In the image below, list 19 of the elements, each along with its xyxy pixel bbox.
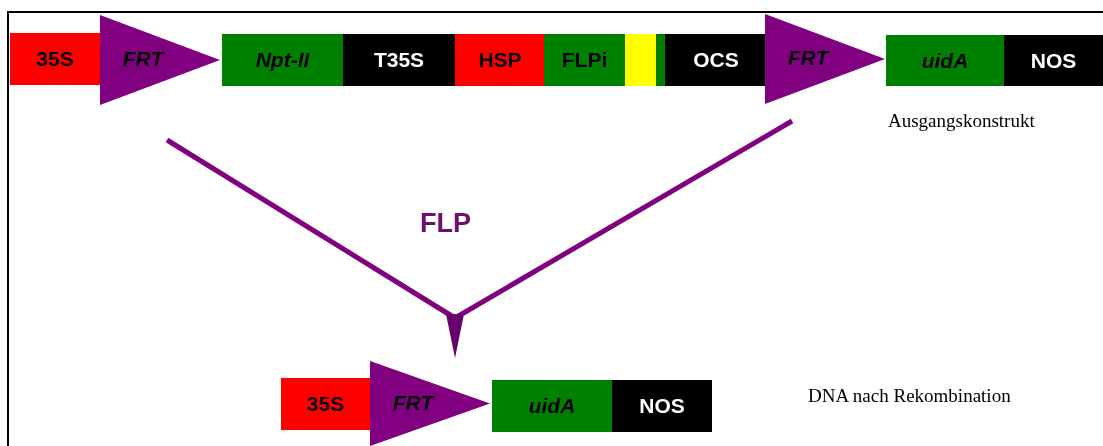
gene-segment: 35S [10, 33, 100, 85]
gene-segment: uidA [492, 380, 612, 432]
gene-segment: uidA [886, 35, 1004, 86]
gene-segment [625, 34, 656, 86]
gene-segment: Npt-II [222, 34, 343, 86]
frt-triangle: FRT [100, 15, 220, 105]
construct-caption: DNA nach Rekombination [808, 385, 1011, 407]
gene-segment: FLPi [544, 34, 625, 86]
frt-triangle: FRT [765, 14, 885, 104]
gene-segment: NOS [1004, 35, 1103, 86]
frt-triangle: FRT [370, 361, 490, 446]
enzyme-label: FLP [420, 208, 471, 239]
gene-segment: 35S [281, 378, 370, 430]
gene-segment [656, 34, 665, 86]
construct-caption: Ausgangskonstrukt [888, 110, 1035, 132]
gene-segment: NOS [612, 380, 712, 432]
gene-segment: HSP [455, 34, 545, 86]
gene-segment: T35S [343, 34, 455, 86]
gene-segment: OCS [665, 34, 767, 86]
